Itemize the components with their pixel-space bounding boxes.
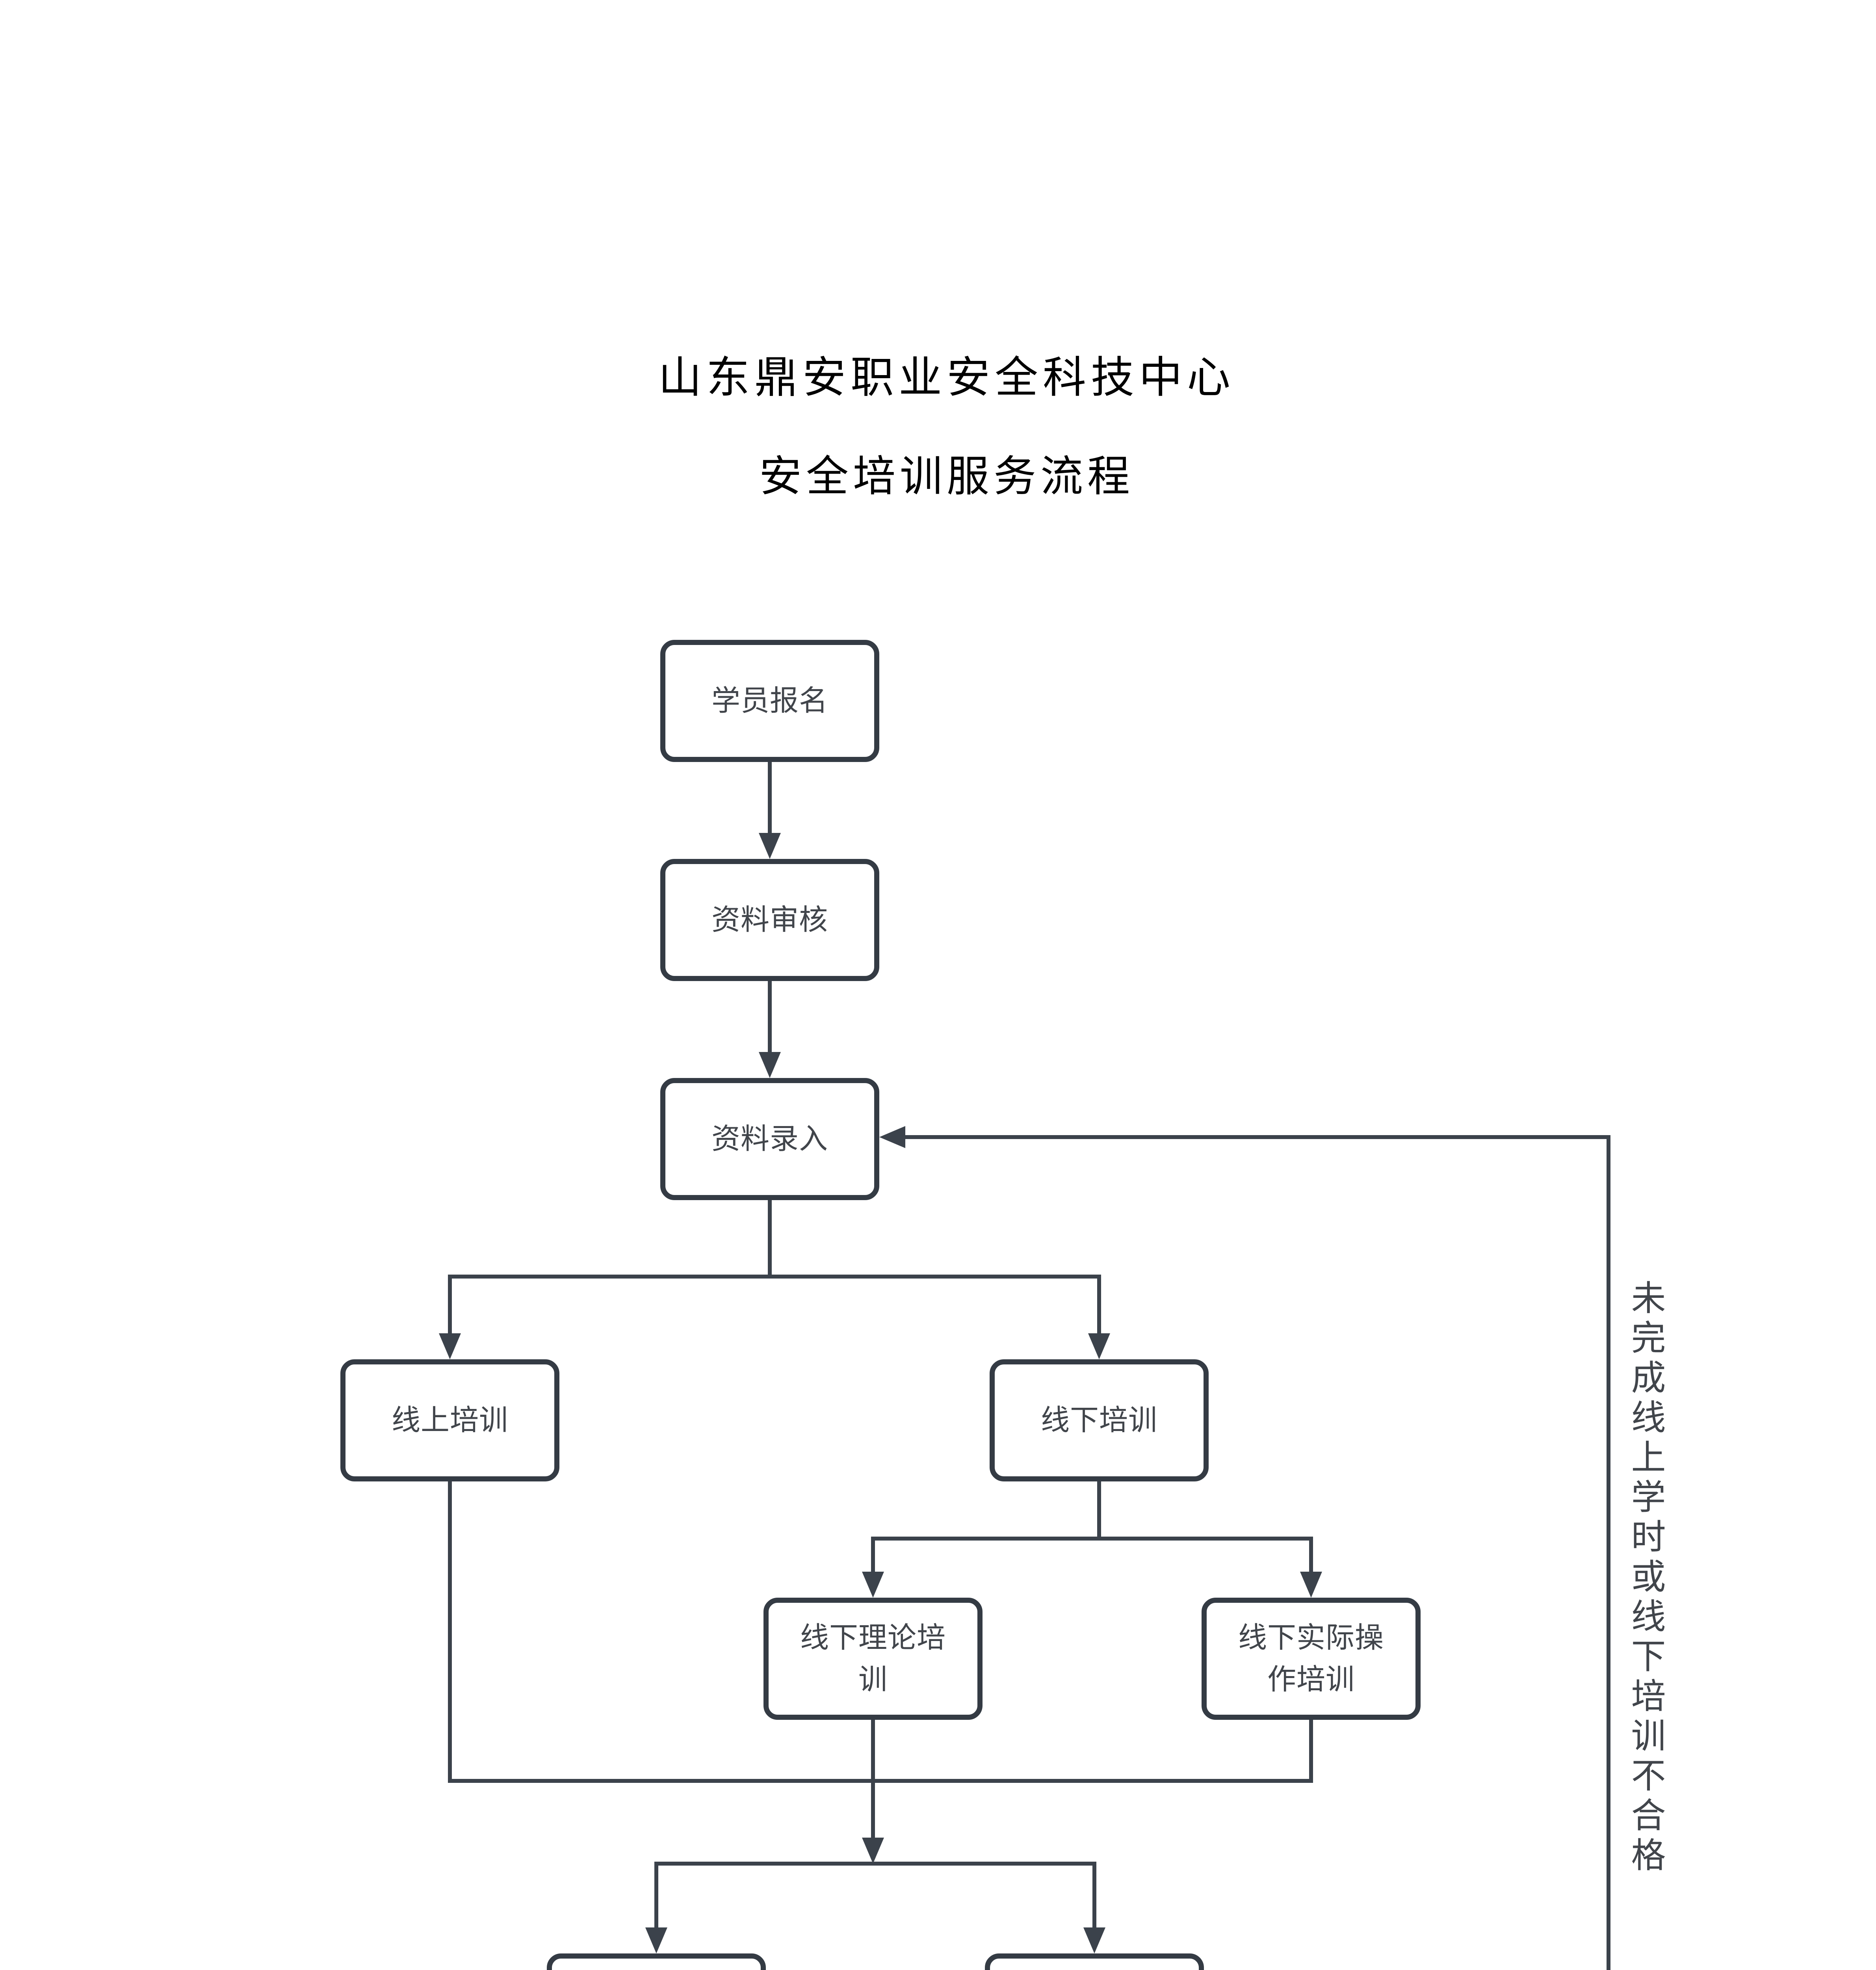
arrowhead-down-icon	[759, 1052, 781, 1078]
node-label: 资料审核	[711, 904, 828, 936]
edge-review-to-entry	[768, 981, 772, 1052]
node-material-review: 资料审核	[660, 859, 879, 981]
arrowhead-down-icon	[1300, 1572, 1322, 1598]
node-material-entry: 资料录入	[660, 1078, 879, 1200]
edge-to-training-passed	[654, 1862, 658, 1927]
page-title: 山东鼎安职业安全科技中心	[658, 354, 1235, 402]
edge-theory-to-result-split	[871, 1720, 875, 1838]
arrowhead-down-icon	[862, 1838, 884, 1864]
node-label: 学员报名	[711, 685, 828, 717]
page-subtitle: 安全培训服务流程	[759, 453, 1134, 500]
node-offline-practical-training: 线下实际操作培训	[1202, 1598, 1421, 1720]
node-training-passed: 培训合格	[547, 1953, 766, 1970]
arrowhead-left-icon	[879, 1126, 905, 1148]
edge-to-online-training	[448, 1275, 452, 1333]
edge-to-theory-training	[871, 1537, 875, 1572]
edge-entry-split-bar	[448, 1275, 1101, 1279]
edge-to-offline-training	[1097, 1275, 1101, 1333]
arrowhead-down-icon	[439, 1333, 461, 1359]
arrowhead-down-icon	[645, 1927, 667, 1953]
arrowhead-down-icon	[759, 833, 781, 859]
edge-feedback-top	[905, 1135, 1610, 1139]
edge-signup-to-review	[768, 762, 772, 833]
edge-entry-split-stem	[768, 1200, 772, 1279]
arrowhead-down-icon	[1088, 1333, 1110, 1359]
edge-offline-split-bar	[871, 1537, 1313, 1541]
node-label: 线下实际操作培训	[1238, 1622, 1384, 1695]
node-online-training: 线上培训	[340, 1359, 559, 1481]
node-label: 线上培训	[392, 1404, 508, 1436]
arrowhead-down-icon	[862, 1572, 884, 1598]
node-offline-training: 线下培训	[990, 1359, 1209, 1481]
edge-offline-split-stem	[1097, 1481, 1101, 1541]
arrowhead-down-icon	[1083, 1927, 1105, 1953]
feedback-edge-label: 未完成线上学时或线下培训不合格	[1626, 1280, 1665, 1877]
node-offline-theory-training: 线下理论培训	[763, 1598, 983, 1720]
edge-result-split-bar	[654, 1862, 1096, 1866]
edge-merge-bar	[448, 1779, 1313, 1783]
edge-to-training-failed	[1092, 1862, 1096, 1927]
node-label: 线下培训	[1041, 1404, 1157, 1436]
edge-online-to-merge	[448, 1481, 452, 1783]
node-label: 线下理论培训	[800, 1622, 946, 1695]
node-student-signup: 学员报名	[660, 640, 879, 762]
edge-to-practical-training	[1309, 1537, 1313, 1572]
edge-feedback-right	[1607, 1135, 1610, 1970]
node-training-failed: 培训不合格	[985, 1953, 1204, 1970]
edge-practical-to-merge	[1309, 1720, 1313, 1783]
node-label: 资料录入	[711, 1123, 828, 1155]
